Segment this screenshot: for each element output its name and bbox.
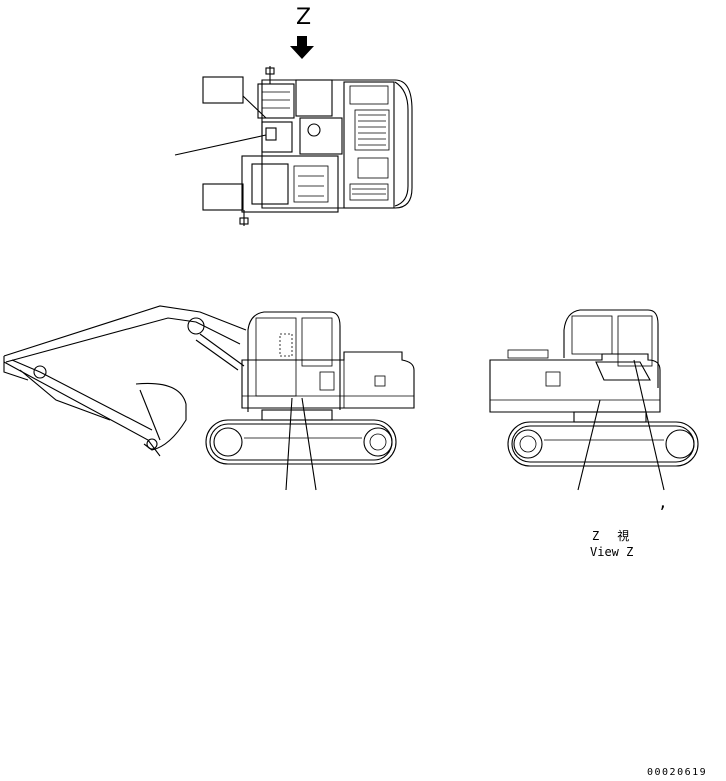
view-direction-arrow	[290, 36, 314, 59]
top-view-machine	[174, 36, 413, 226]
view-arrow-label: Z	[296, 5, 312, 30]
callout-box-lower	[202, 183, 244, 211]
view-caption-english: View Z	[590, 545, 634, 559]
drawing-number: 00020619	[647, 767, 708, 778]
comma-mark: ,	[658, 493, 668, 512]
side-view-machine	[3, 305, 415, 491]
view-z-machine	[489, 309, 699, 491]
callout-box-upper	[202, 76, 244, 104]
view-caption-japanese: Z 視	[592, 529, 633, 543]
